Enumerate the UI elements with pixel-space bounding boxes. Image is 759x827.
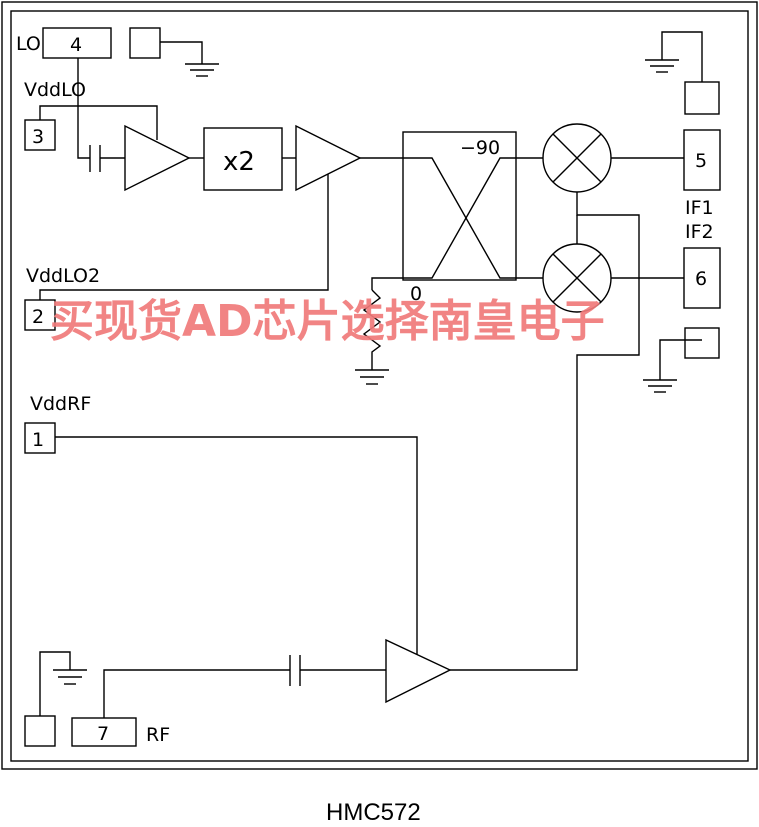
lo-amplifier-icon [124, 124, 191, 192]
if1-label: IF1 [685, 197, 714, 219]
vddlo-wire [39, 105, 158, 140]
outer-frame [1, 1, 758, 770]
bottom-left-ground-icon [39, 651, 87, 716]
pin-1-number: 1 [32, 429, 44, 451]
lo-label: LO [16, 33, 41, 55]
watermark-text: 买现货AD芯片选择南皇电子 [50, 296, 605, 347]
lo-wire [77, 58, 90, 159]
termination-ground-icon [355, 369, 389, 385]
rf-input-wire [103, 669, 290, 718]
pin-4-number: 4 [70, 34, 82, 56]
pin-5-number: 5 [695, 150, 707, 172]
rf-capacitor-icon [289, 655, 301, 686]
top-right-ground-pin-box [684, 81, 720, 115]
pin-6-box [683, 247, 721, 309]
if2-label: IF2 [685, 221, 714, 243]
termination-resistor-icon [362, 289, 382, 370]
hybrid-cross-wires [403, 157, 516, 279]
inner-frame [10, 10, 749, 762]
pin-5-box [683, 129, 721, 191]
lo-capacitor-icon [89, 145, 101, 172]
mixer-1-icon [542, 123, 612, 193]
pin-2-number: 2 [32, 306, 44, 328]
pin-1-box [24, 422, 56, 454]
frequency-doubler [203, 127, 283, 191]
lo-ground-icon [160, 41, 219, 77]
vddlo-label: VddLO [24, 79, 86, 101]
doubler-label: x2 [223, 147, 255, 177]
pin-6-number: 6 [695, 268, 707, 290]
top-right-ground-icon [645, 31, 703, 82]
pin-7-number: 7 [97, 723, 109, 745]
vddlo2-wire [39, 174, 329, 300]
hybrid-0-label: 0 [410, 283, 422, 305]
vddrf-label: VddRF [30, 393, 91, 415]
vddrf-wire [55, 436, 418, 655]
pin-4-box [42, 27, 112, 59]
rf-amplifier-icon [385, 638, 452, 704]
pin-3-box [24, 119, 56, 151]
termination-wire [371, 277, 403, 290]
pin-2-box [24, 299, 56, 331]
lower-right-ground-pin-box [684, 327, 720, 359]
rf-label: RF [146, 724, 170, 746]
part-number-caption: HMC572 [326, 799, 421, 826]
bottom-left-ground-pin-box [24, 715, 56, 747]
hybrid-minus90-label: −90 [460, 137, 500, 159]
lower-right-ground-icon [643, 339, 702, 393]
lo-ground-pin-box [129, 27, 161, 59]
pin-3-number: 3 [32, 126, 44, 148]
vddlo2-label: VddLO2 [26, 265, 100, 287]
pin-7-box [71, 717, 137, 747]
